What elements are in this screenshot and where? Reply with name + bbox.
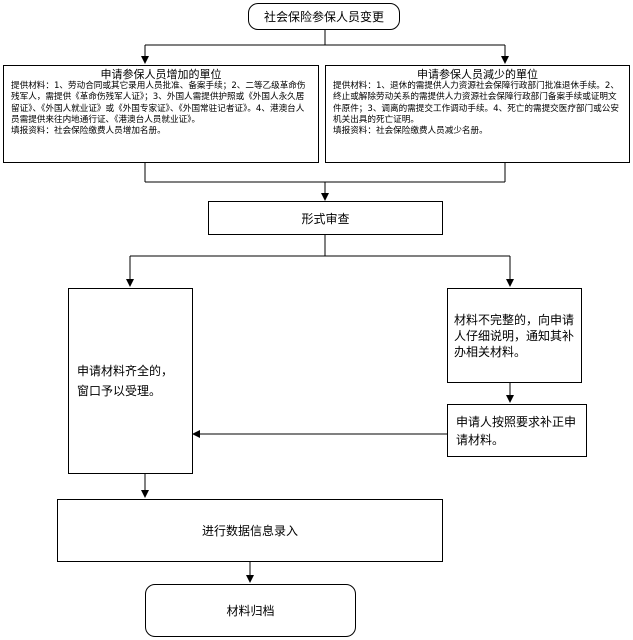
node-complete: 申请材料齐全的，窗口予以受理。 — [68, 288, 193, 474]
node-personnel-change-label: 社会保险参保人员变更 — [263, 10, 384, 24]
node-resubmit: 申请人按照要求补正申请材料。 — [447, 404, 587, 457]
node-archive: 材料归档 — [145, 584, 356, 637]
panel-increase-form: 填报资料：社会保险缴费人员增加名册。 — [11, 126, 166, 137]
node-personnel-change: 社会保险参保人员变更 — [248, 3, 400, 30]
node-complete-label: 申请材料齐全的，窗口予以受理。 — [77, 364, 174, 398]
node-review: 形式审查 — [208, 201, 443, 235]
node-data-entry-label: 进行数据信息录入 — [201, 524, 298, 538]
panel-decrease-form: 填报资料：社会保险缴费人员减少名册。 — [333, 126, 488, 137]
node-incomplete-label: 材料不完整的，向申请人仔细说明，通知其补办相关材料。 — [454, 312, 575, 359]
node-data-entry: 进行数据信息录入 — [57, 499, 443, 562]
node-resubmit-label: 申请人按照要求补正申请材料。 — [456, 414, 577, 447]
panel-decrease: 申请参保人员減少的單位 提供材料：1、退休的需提供人力资源社会保障行政部门批准退… — [325, 65, 630, 163]
node-archive-label: 材料归档 — [226, 604, 275, 618]
panel-increase: 申请参保人员增加的單位 提供材料：1、劳动合同或其它录用人员批准、备案手续；2、… — [3, 65, 319, 163]
panel-increase-materials: 提供材料：1、劳动合同或其它录用人员批准、备案手续；2、二等乙级革命伤残军人，需… — [11, 81, 306, 125]
panel-decrease-title: 申请参保人员減少的單位 — [417, 68, 538, 81]
node-incomplete: 材料不完整的，向申请人仔细说明，通知其补办相关材料。 — [447, 288, 582, 383]
panel-decrease-materials: 提供材料：1、退休的需提供人力资源社会保障行政部门批准退休手续。2、终止或解除劳… — [333, 81, 619, 125]
node-review-label: 形式审查 — [301, 211, 350, 226]
panel-increase-title: 申请参保人员增加的單位 — [100, 68, 222, 81]
